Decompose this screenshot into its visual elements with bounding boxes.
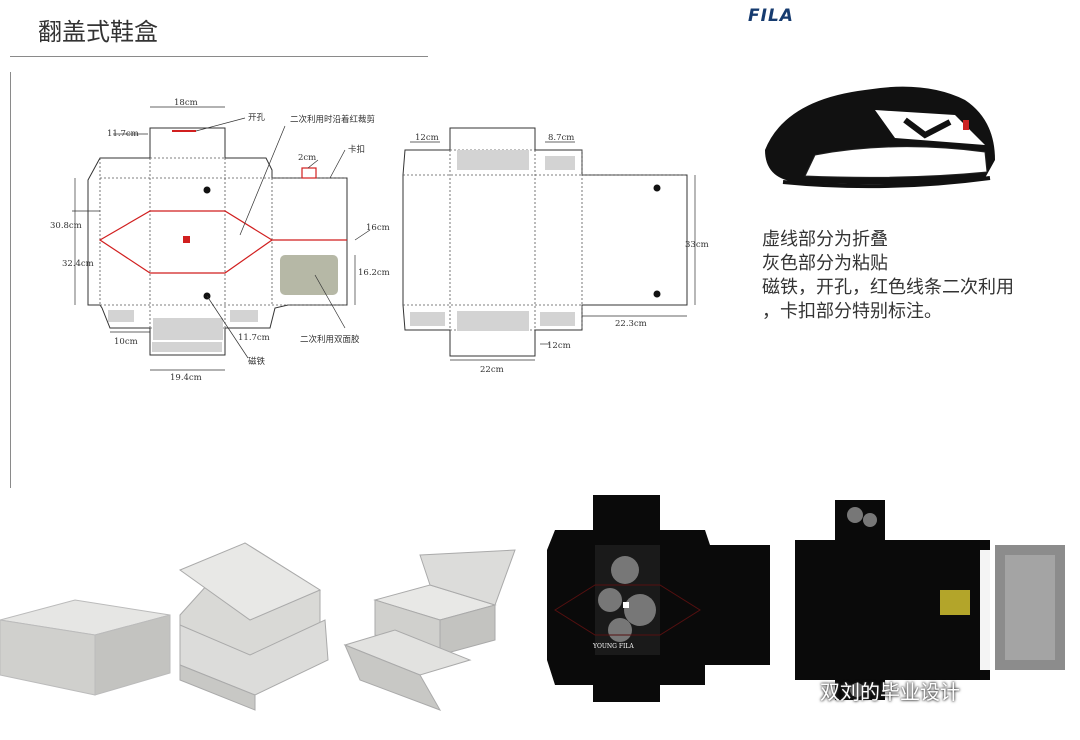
- printed-logo: YOUNG FILA: [592, 643, 634, 650]
- magnet-dot: [653, 290, 661, 298]
- dim-top: 18cm: [174, 98, 198, 108]
- magnet-marker: [183, 236, 190, 243]
- box-renders: [0, 542, 516, 711]
- label-magnet: 磁铁: [248, 356, 266, 367]
- label-red-cut: 二次利用时沿着红裁剪: [290, 114, 375, 125]
- dim-bottom-mid: 11.7cm: [238, 333, 270, 343]
- dim-bottom: 19.4cm: [170, 373, 202, 383]
- magnet-dot: [203, 186, 211, 194]
- dim-width-right: 22.3cm: [615, 319, 647, 329]
- dim-bottom-left: 10cm: [114, 337, 138, 347]
- shoe-image: [765, 86, 995, 189]
- legend-line: 磁铁，开孔，红色线条二次利用: [762, 277, 1014, 298]
- dim-buckle: 2cm: [298, 153, 316, 163]
- dim-left-b: 32.4cm: [62, 259, 94, 269]
- legend-line: 虚线部分为折叠: [762, 229, 888, 250]
- legend-text: 虚线部分为折叠 灰色部分为粘贴 磁铁，开孔，红色线条二次利用 ，卡扣部分特别标注…: [762, 228, 1072, 324]
- brand-logo: FILA: [748, 6, 794, 26]
- dim-right: 16cm: [366, 223, 390, 233]
- legend-line: ，卡扣部分特别标注。: [762, 301, 942, 322]
- double-sided-tape-pad: [280, 255, 338, 295]
- dim-left-a: 30.8cm: [50, 221, 82, 231]
- watermark: 双刘的毕业设计: [820, 680, 960, 704]
- dim-flap: 11.7cm: [107, 129, 139, 139]
- dim-top-right: 8.7cm: [548, 133, 574, 143]
- title-divider: [10, 56, 428, 57]
- label-buckle: 卡扣: [348, 144, 365, 155]
- dim-top-left: 12cm: [415, 133, 439, 143]
- red-cut-line: [98, 130, 347, 274]
- dim-height: 33cm: [685, 240, 709, 250]
- left-divider: [10, 72, 11, 488]
- printed-dieline-lid: YOUNG FILA: [547, 495, 770, 702]
- dieline-lid-diagram: 18cm 11.7cm 开孔 二次利用时沿着红裁剪 2cm 卡扣 30.8cm …: [50, 98, 390, 383]
- page-title: 翻盖式鞋盒: [38, 18, 158, 46]
- dim-bottom-flap: 12cm: [547, 341, 571, 351]
- dieline-base-diagram: 12cm 8.7cm 33cm 22.3cm 12cm 22cm: [402, 127, 709, 375]
- dim-bottom: 22cm: [480, 365, 504, 375]
- label-hole: 开孔: [248, 113, 266, 123]
- dim-pad: 16.2cm: [358, 268, 390, 278]
- printed-dieline-base: [795, 500, 1065, 700]
- legend-line: 灰色部分为粘贴: [762, 253, 888, 274]
- magnet-dot: [653, 184, 661, 192]
- label-tape: 二次利用双面胶: [300, 334, 360, 345]
